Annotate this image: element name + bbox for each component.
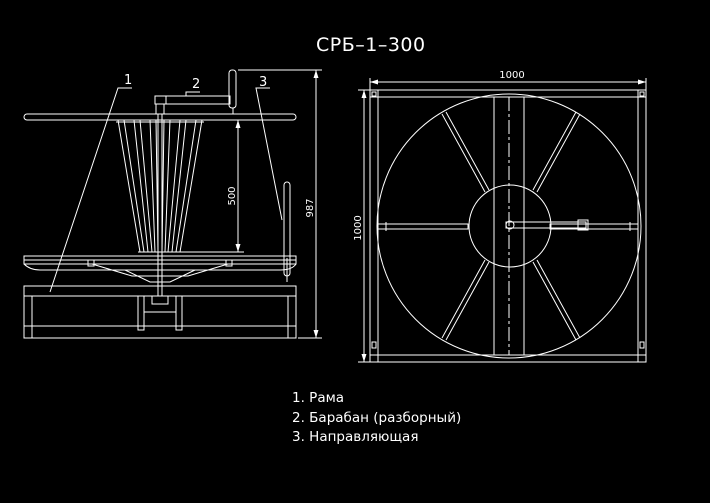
crank-arm [154, 95, 231, 105]
svg-text:1000: 1000 [499, 70, 524, 81]
callout-2: 2 [192, 77, 200, 92]
svg-text:987: 987 [305, 198, 316, 217]
hub-circle [468, 184, 552, 268]
top-view: 1000 1000 [353, 70, 647, 363]
crank-top [505, 221, 587, 229]
top-bar [23, 113, 297, 121]
drawing-title: СРБ–1–300 [316, 34, 426, 56]
dimension-depth: 1000 [353, 89, 370, 363]
leader-1 [49, 87, 132, 293]
diagonal-spokes [441, 111, 581, 341]
dimension-987: 987 [238, 69, 322, 339]
square-frame [369, 89, 647, 363]
side-view: 1 2 3 500 987 [23, 69, 322, 339]
legend-item-guide: 3. Направляющая [292, 429, 419, 445]
dimension-width: 1000 [369, 70, 647, 90]
leader-3 [255, 87, 283, 221]
legend-item-drum: 2. Барабан (разборный) [292, 409, 462, 426]
dimension-500: 500 [182, 119, 244, 253]
leader-2 [185, 91, 200, 96]
turntable [23, 255, 297, 283]
guide [283, 181, 291, 282]
drum [116, 114, 204, 296]
svg-text:500: 500 [227, 186, 238, 205]
callout-3: 3 [259, 75, 267, 90]
svg-text:1000: 1000 [353, 215, 364, 240]
callout-1: 1 [124, 73, 132, 88]
parts-legend: 1. Рама 2. Барабан (разборный) 3. Направ… [292, 389, 461, 448]
frame [23, 285, 297, 339]
drum-circle [376, 93, 642, 359]
legend-item-frame: 1. Рама [292, 390, 345, 406]
